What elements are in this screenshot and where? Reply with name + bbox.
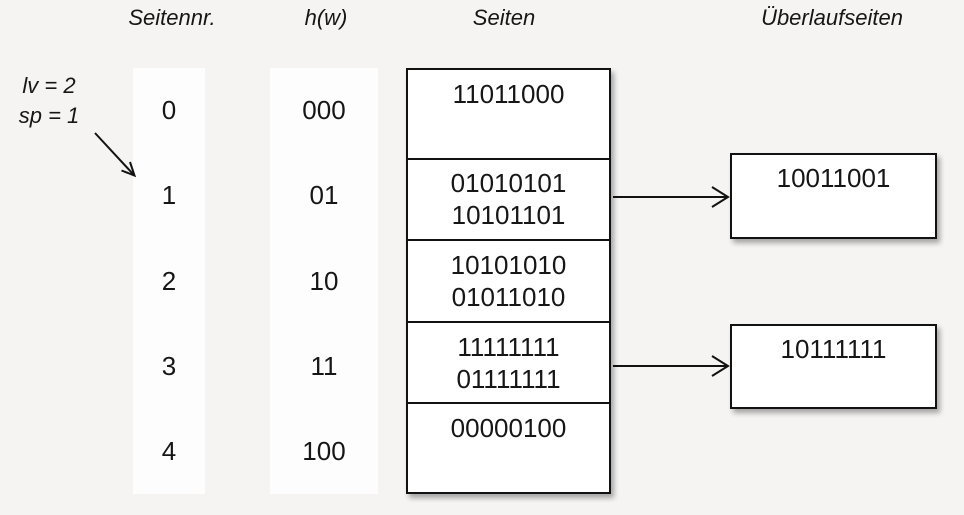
page-entry: 10101101 bbox=[451, 200, 566, 231]
pages-table: 11011000 01010101 10101101 10101010 0101… bbox=[406, 68, 611, 494]
hw-value-2: 10 bbox=[309, 265, 339, 296]
overflow-box-1: 10011001 bbox=[730, 153, 937, 239]
page-entry: 00000100 bbox=[450, 413, 567, 444]
page-row-4: 00000100 bbox=[408, 402, 609, 492]
page-entry: 11011000 bbox=[452, 79, 565, 109]
page-entry: 01111111 bbox=[456, 363, 561, 394]
seitennr-value-4: 4 bbox=[161, 435, 177, 466]
page-row-0: 11011000 bbox=[408, 70, 609, 158]
column-header-ueberlaufseiten: Überlaufseiten bbox=[761, 5, 903, 30]
overflow-box-2: 10111111 bbox=[730, 324, 937, 409]
column-header-seitennr: Seitennr. bbox=[128, 5, 216, 30]
hw-value-1: 01 bbox=[309, 180, 339, 211]
page-row-2: 10101010 01011010 bbox=[408, 239, 609, 321]
arrow-row1-to-overflow1 bbox=[613, 186, 730, 208]
hw-value-3: 11 bbox=[310, 350, 338, 381]
overflow-entry: 10111111 bbox=[780, 334, 887, 364]
seitennr-column: 0 1 2 3 4 bbox=[133, 68, 205, 494]
arrow-sp-pointer bbox=[94, 132, 137, 178]
page-entry: 01011010 bbox=[451, 281, 566, 312]
page-row-1: 01010101 10101101 bbox=[408, 157, 609, 240]
state-annotation: lv = 2 sp = 1 bbox=[4, 71, 94, 131]
column-header-seiten: Seiten bbox=[472, 5, 536, 30]
seitennr-value-1: 1 bbox=[161, 180, 177, 211]
lv-label: lv = 2 bbox=[22, 73, 76, 98]
overflow-entry: 10011001 bbox=[776, 163, 891, 193]
arrow-row3-to-overflow2 bbox=[613, 355, 730, 377]
hash-value-column: 000 01 10 11 100 bbox=[270, 68, 378, 494]
page-row-3: 11111111 01111111 bbox=[408, 320, 609, 403]
seitennr-value-0: 0 bbox=[161, 95, 177, 126]
hw-value-4: 100 bbox=[302, 435, 346, 466]
sp-label: sp = 1 bbox=[18, 103, 80, 128]
page-entry: 11111111 bbox=[457, 331, 560, 362]
seitennr-value-3: 3 bbox=[161, 350, 177, 381]
page-entry: 01010101 bbox=[450, 168, 567, 199]
page-entry: 10101010 bbox=[450, 249, 567, 280]
column-header-hw: h(w) bbox=[304, 5, 348, 30]
hw-value-0: 000 bbox=[302, 95, 346, 126]
seitennr-value-2: 2 bbox=[161, 265, 177, 296]
